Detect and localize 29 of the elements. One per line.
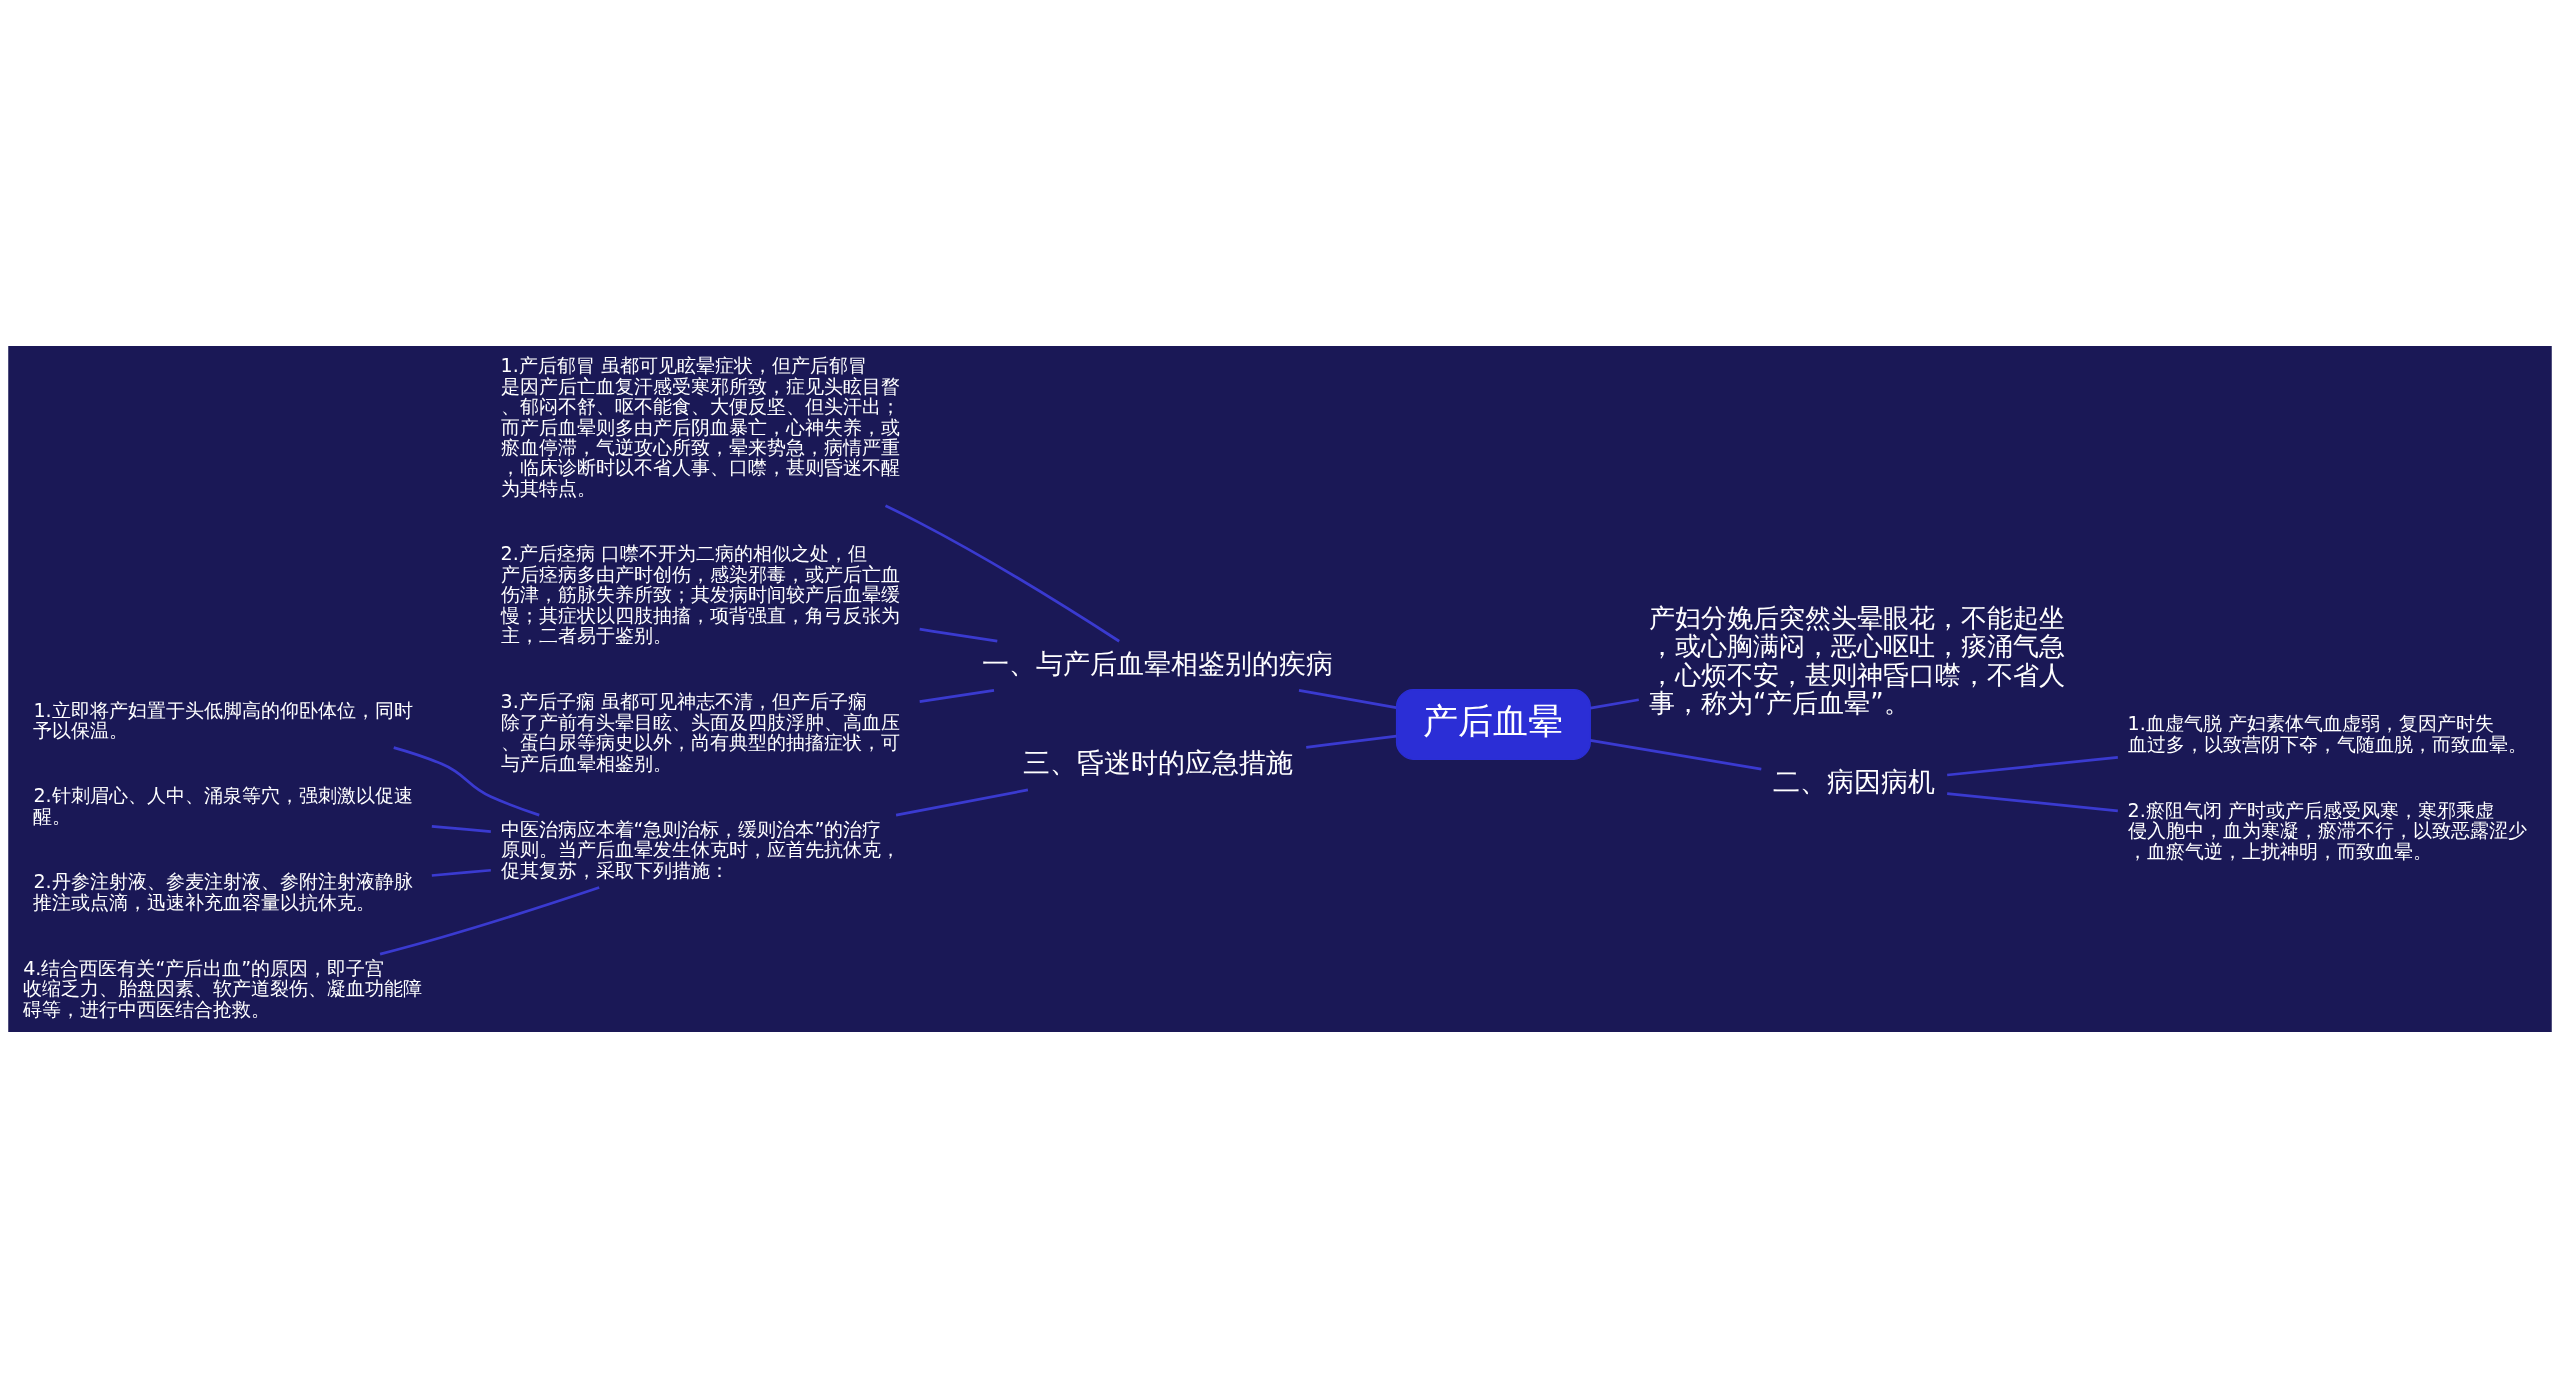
node-text: 2.瘀阻气闭 产时或产后感受风寒，寒邪乘虚侵入胞中，血为寒凝，瘀滞不行，以致恶露涩少，血瘀气逆，上扰神明，而致血晕。 xyxy=(2127,798,2527,863)
node-text: 一、与产后血晕相鉴别的疾病 xyxy=(982,647,1334,679)
connector xyxy=(1298,688,1397,709)
node-text: 中医治病应本着“急则治标，缓则治本”的治疗原则。当产后血晕发生休克时，应首先抗休克，促其复苏，采取下列措施： xyxy=(500,817,900,882)
node-text: 3.产后子痫 虽都可见神志不清，但产后子痫除了产前有头晕目眩、头面及四肢浮肿、高血压、蛋白尿等病史以外，尚有典型的抽搐症状，可与产后血晕相鉴别。 xyxy=(500,689,900,775)
connector xyxy=(1947,755,2118,776)
node-text: 三、昏迷时的应急措施 xyxy=(1022,746,1293,778)
connector xyxy=(1947,791,2118,812)
node-text: 1.血虚气脱 产妇素体气血虚弱，复因产时失血过多，以致营阴下夺，气随血脱，而致血晕。 xyxy=(2127,711,2527,756)
connector xyxy=(1590,738,1762,770)
connector xyxy=(919,688,995,703)
node-text: 产妇分娩后突然头晕眼花，不能起坐，或心胸满闷，恶心呕吐，痰涌气急，心烦不安，甚则神昏口噤，不省人事，称为“产后血晕”。 xyxy=(1648,602,2065,718)
connector xyxy=(895,788,1029,816)
connector xyxy=(431,824,491,833)
connector xyxy=(393,745,540,816)
node-text: 2.丹参注射液、参麦注射液、参附注射液静脉推注或点滴，迅速补充血容量以抗休克。 xyxy=(33,869,413,914)
connector xyxy=(919,627,998,643)
node-text: 1.产后郁冒 虽都可见眩晕症状，但产后郁冒是因产后亡血复汗感受寒邪所致，症见头眩目瞀、郁闷不舒、呕不能食、大便反坚、但头汗出；而产后血晕则多由产后阴血暴亡，心神失养，或瘀血停滞，气逆攻心所致，晕来势急，病情严重，临床诊断时以不省人事、口噤，甚则昏迷不醒为其特点。 xyxy=(500,353,900,500)
connector xyxy=(884,503,1120,642)
connector xyxy=(431,868,491,877)
node-text: 4.结合西医有关“产后出血”的原因，即子宫收缩乏力、胎盘因素、软产道裂伤、凝血功能障碍等，进行中西医结合抢救。 xyxy=(23,956,423,1021)
connector xyxy=(1306,734,1397,749)
connector xyxy=(1590,697,1640,709)
node-box: 产后血晕 xyxy=(1395,688,1591,760)
node-text: 二、病因病机 xyxy=(1773,765,1936,797)
node-text: 2.针刺眉心、人中、涌泉等穴，强刺激以促速醒。 xyxy=(33,783,413,828)
connector xyxy=(379,885,600,955)
node-text: 2.产后痉病 口噤不开为二病的相似之处，但产后痉病多由产时创伤，感染邪毒，或产后亡血伤津，筋脉失养所致；其发病时间较产后血晕缓慢；其症状以四肢抽搐，项背强直，角弓反张为主，二者易于鉴别。 xyxy=(500,541,900,647)
node-text: 1.立即将产妇置于头低脚高的仰卧体位，同时予以保温。 xyxy=(33,698,413,742)
